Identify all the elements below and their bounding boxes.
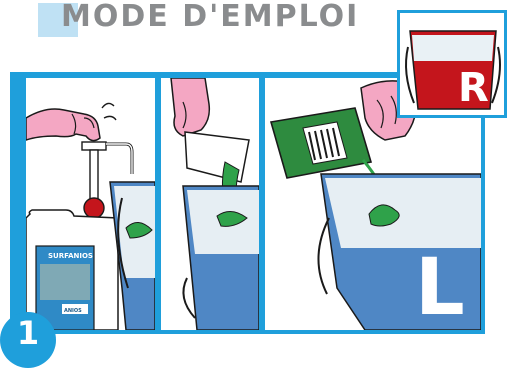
step-number-badge: 1 bbox=[0, 312, 56, 368]
panel-sachet-pour bbox=[161, 78, 259, 330]
panel-pump-dispense: SURFANIOS ANIOS bbox=[26, 78, 155, 330]
bucket-label-r: R bbox=[458, 65, 489, 111]
bucket-icon: L bbox=[318, 174, 481, 330]
bucket-label-l: L bbox=[415, 243, 465, 330]
bucket-icon: R bbox=[400, 13, 504, 115]
gloved-hand-icon bbox=[26, 103, 116, 140]
bucket-icon bbox=[183, 186, 259, 330]
gloved-hand-icon bbox=[171, 78, 209, 136]
page-title: MODE D'EMPLOI bbox=[61, 0, 359, 34]
canister: SURFANIOS ANIOS bbox=[26, 210, 118, 330]
product-brand: ANIOS bbox=[64, 308, 82, 314]
product-name: SURFANIOS bbox=[48, 252, 93, 260]
inset-red-bucket: R bbox=[397, 10, 507, 118]
